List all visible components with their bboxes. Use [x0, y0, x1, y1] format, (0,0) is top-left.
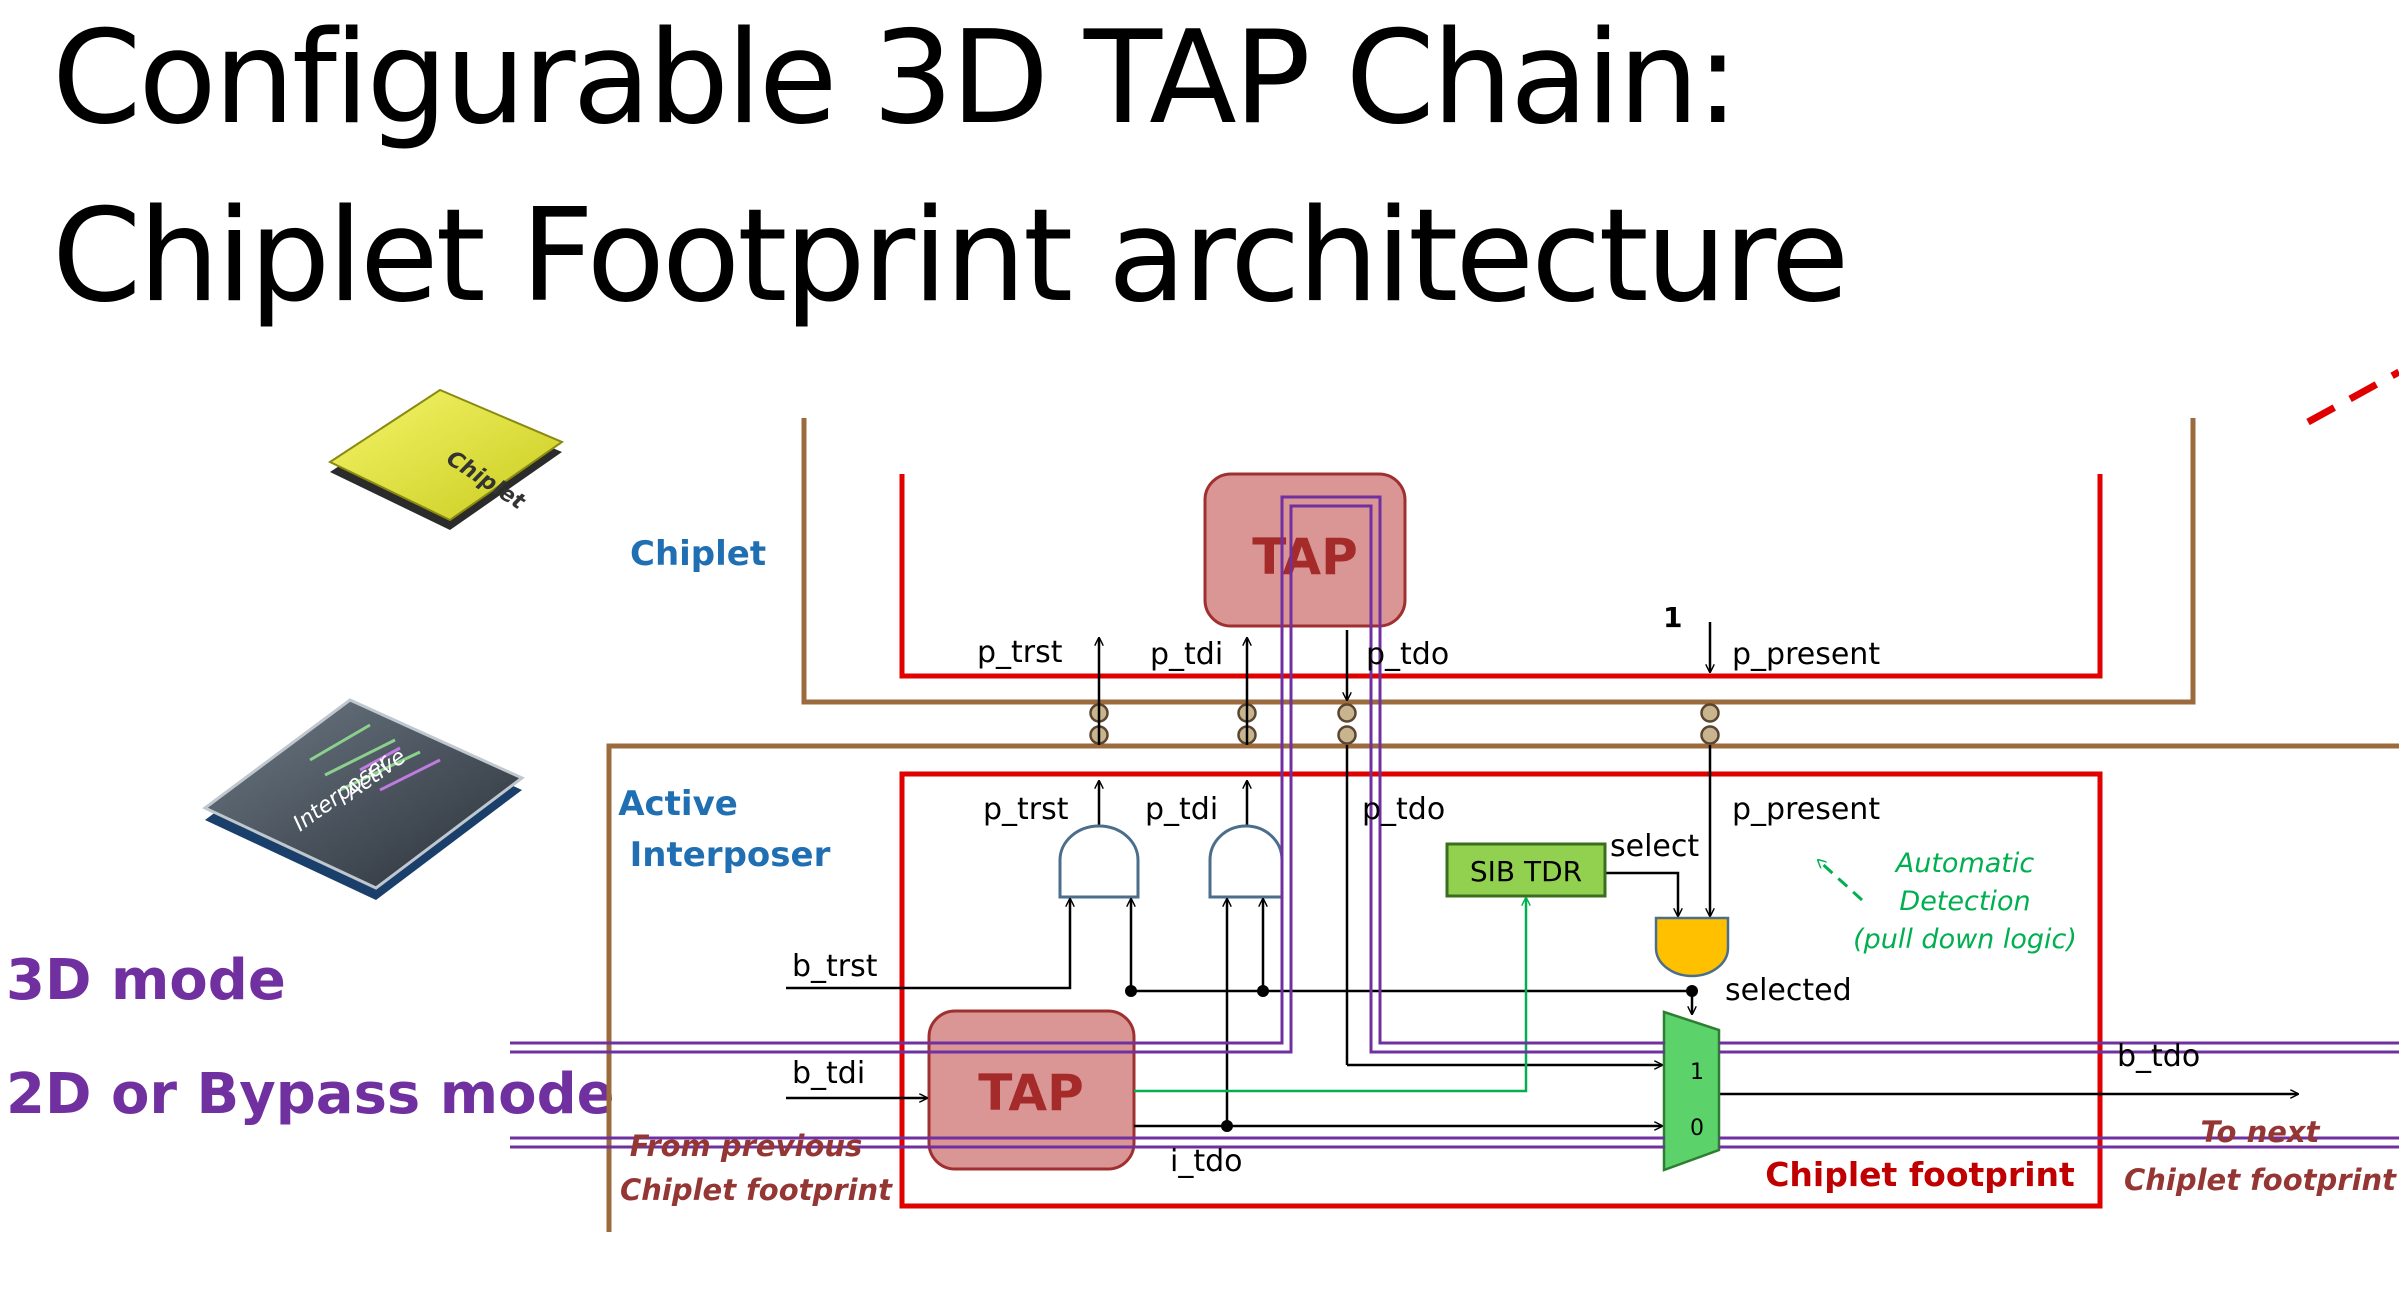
- junction-dot: [1125, 985, 1137, 997]
- annotation-to-next-2: Chiplet footprint: [2124, 1163, 2397, 1197]
- label-selected: selected: [1725, 973, 1852, 1008]
- chiplet-footprint-box: [899, 771, 2103, 1209]
- interposer-icon: Active Interposer: [202, 698, 525, 900]
- path-2d-mode: [510, 1136, 2399, 1149]
- junction-dot: [1221, 1120, 1233, 1132]
- path-3d-mode: [510, 495, 2399, 1054]
- tap-interposer-label: TAP: [978, 1064, 1084, 1122]
- annotation-auto-1: Automatic: [1894, 848, 2035, 879]
- interposer-label-2: Interposer: [630, 835, 831, 875]
- chiplet-layer-label: Chiplet: [630, 534, 766, 574]
- and-gate-tdi: [1208, 824, 1284, 899]
- annotation-from-prev-1: From previous: [630, 1129, 863, 1163]
- title-line-2: Chiplet Footprint architecture: [52, 182, 1849, 331]
- label-i-tdo: i_tdo: [1170, 1144, 1243, 1179]
- mode-2d-label: 2D or Bypass mode: [6, 1062, 615, 1127]
- label-const-one: 1: [1663, 601, 1682, 634]
- wire-b-trst: [786, 899, 1070, 990]
- tap-chiplet-label: TAP: [1252, 528, 1358, 586]
- annotation-auto-3: (pull down logic): [1853, 924, 2077, 955]
- sib-tdr-label: SIB TDR: [1470, 855, 1582, 888]
- label-p-tdi-bot: p_tdi: [1145, 792, 1218, 827]
- dashed-arrow-icon: [2306, 368, 2399, 426]
- annotation-auto-2: Detection: [1899, 886, 2030, 917]
- chiplet-red-footprint: [899, 474, 2103, 679]
- label-b-tdi: b_tdi: [792, 1056, 865, 1091]
- interposer-outline: [606, 743, 2399, 1232]
- title-line-1: Configurable 3D TAP Chain:: [52, 4, 1739, 153]
- and-gate-selected: [1654, 916, 1730, 978]
- wire-tap-to-sib: [1134, 898, 1526, 1093]
- label-b-trst: b_trst: [792, 949, 878, 984]
- annotation-to-next-1: To next: [2201, 1115, 2321, 1149]
- mux-block: [1662, 1010, 1721, 1172]
- interposer-label-1: Active: [618, 784, 738, 824]
- wire-select: [1605, 871, 1678, 916]
- sib-tdr-block: [1445, 842, 1607, 898]
- mux-in0-label: 0: [1690, 1116, 1704, 1141]
- label-b-tdo: b_tdo: [2117, 1039, 2200, 1074]
- and-gate-trst: [1058, 824, 1140, 899]
- slide-title: Configurable 3D TAP Chain: Chiplet Footp…: [52, 0, 2352, 346]
- junction-dot: [1257, 985, 1269, 997]
- label-p-tdo-bot: p_tdo: [1362, 792, 1445, 827]
- chiplet-outline: [801, 418, 2196, 705]
- mux-in1-label: 1: [1690, 1060, 1704, 1085]
- label-p-present-bot: p_present: [1732, 792, 1880, 827]
- tap-chiplet-block: [1203, 472, 1407, 628]
- mode-3d-label: 3D mode: [6, 948, 286, 1013]
- label-select: select: [1610, 829, 1699, 864]
- label-p-tdo-top: p_tdo: [1366, 637, 1449, 672]
- label-p-tdi-top: p_tdi: [1150, 637, 1223, 672]
- label-p-present-top: p_present: [1732, 637, 1880, 672]
- annotation-footprint: Chiplet footprint: [1765, 1155, 2075, 1194]
- chiplet-icon: Chiplet: [327, 388, 565, 530]
- label-p-trst-top: p_trst: [977, 635, 1063, 670]
- auto-detection-arrow-icon: [1818, 860, 1864, 902]
- microbumps: [1089, 703, 1720, 745]
- label-p-trst-bot: p_trst: [983, 792, 1069, 827]
- junction-dot: [1686, 985, 1698, 997]
- annotation-from-prev-2: Chiplet footprint: [620, 1173, 893, 1207]
